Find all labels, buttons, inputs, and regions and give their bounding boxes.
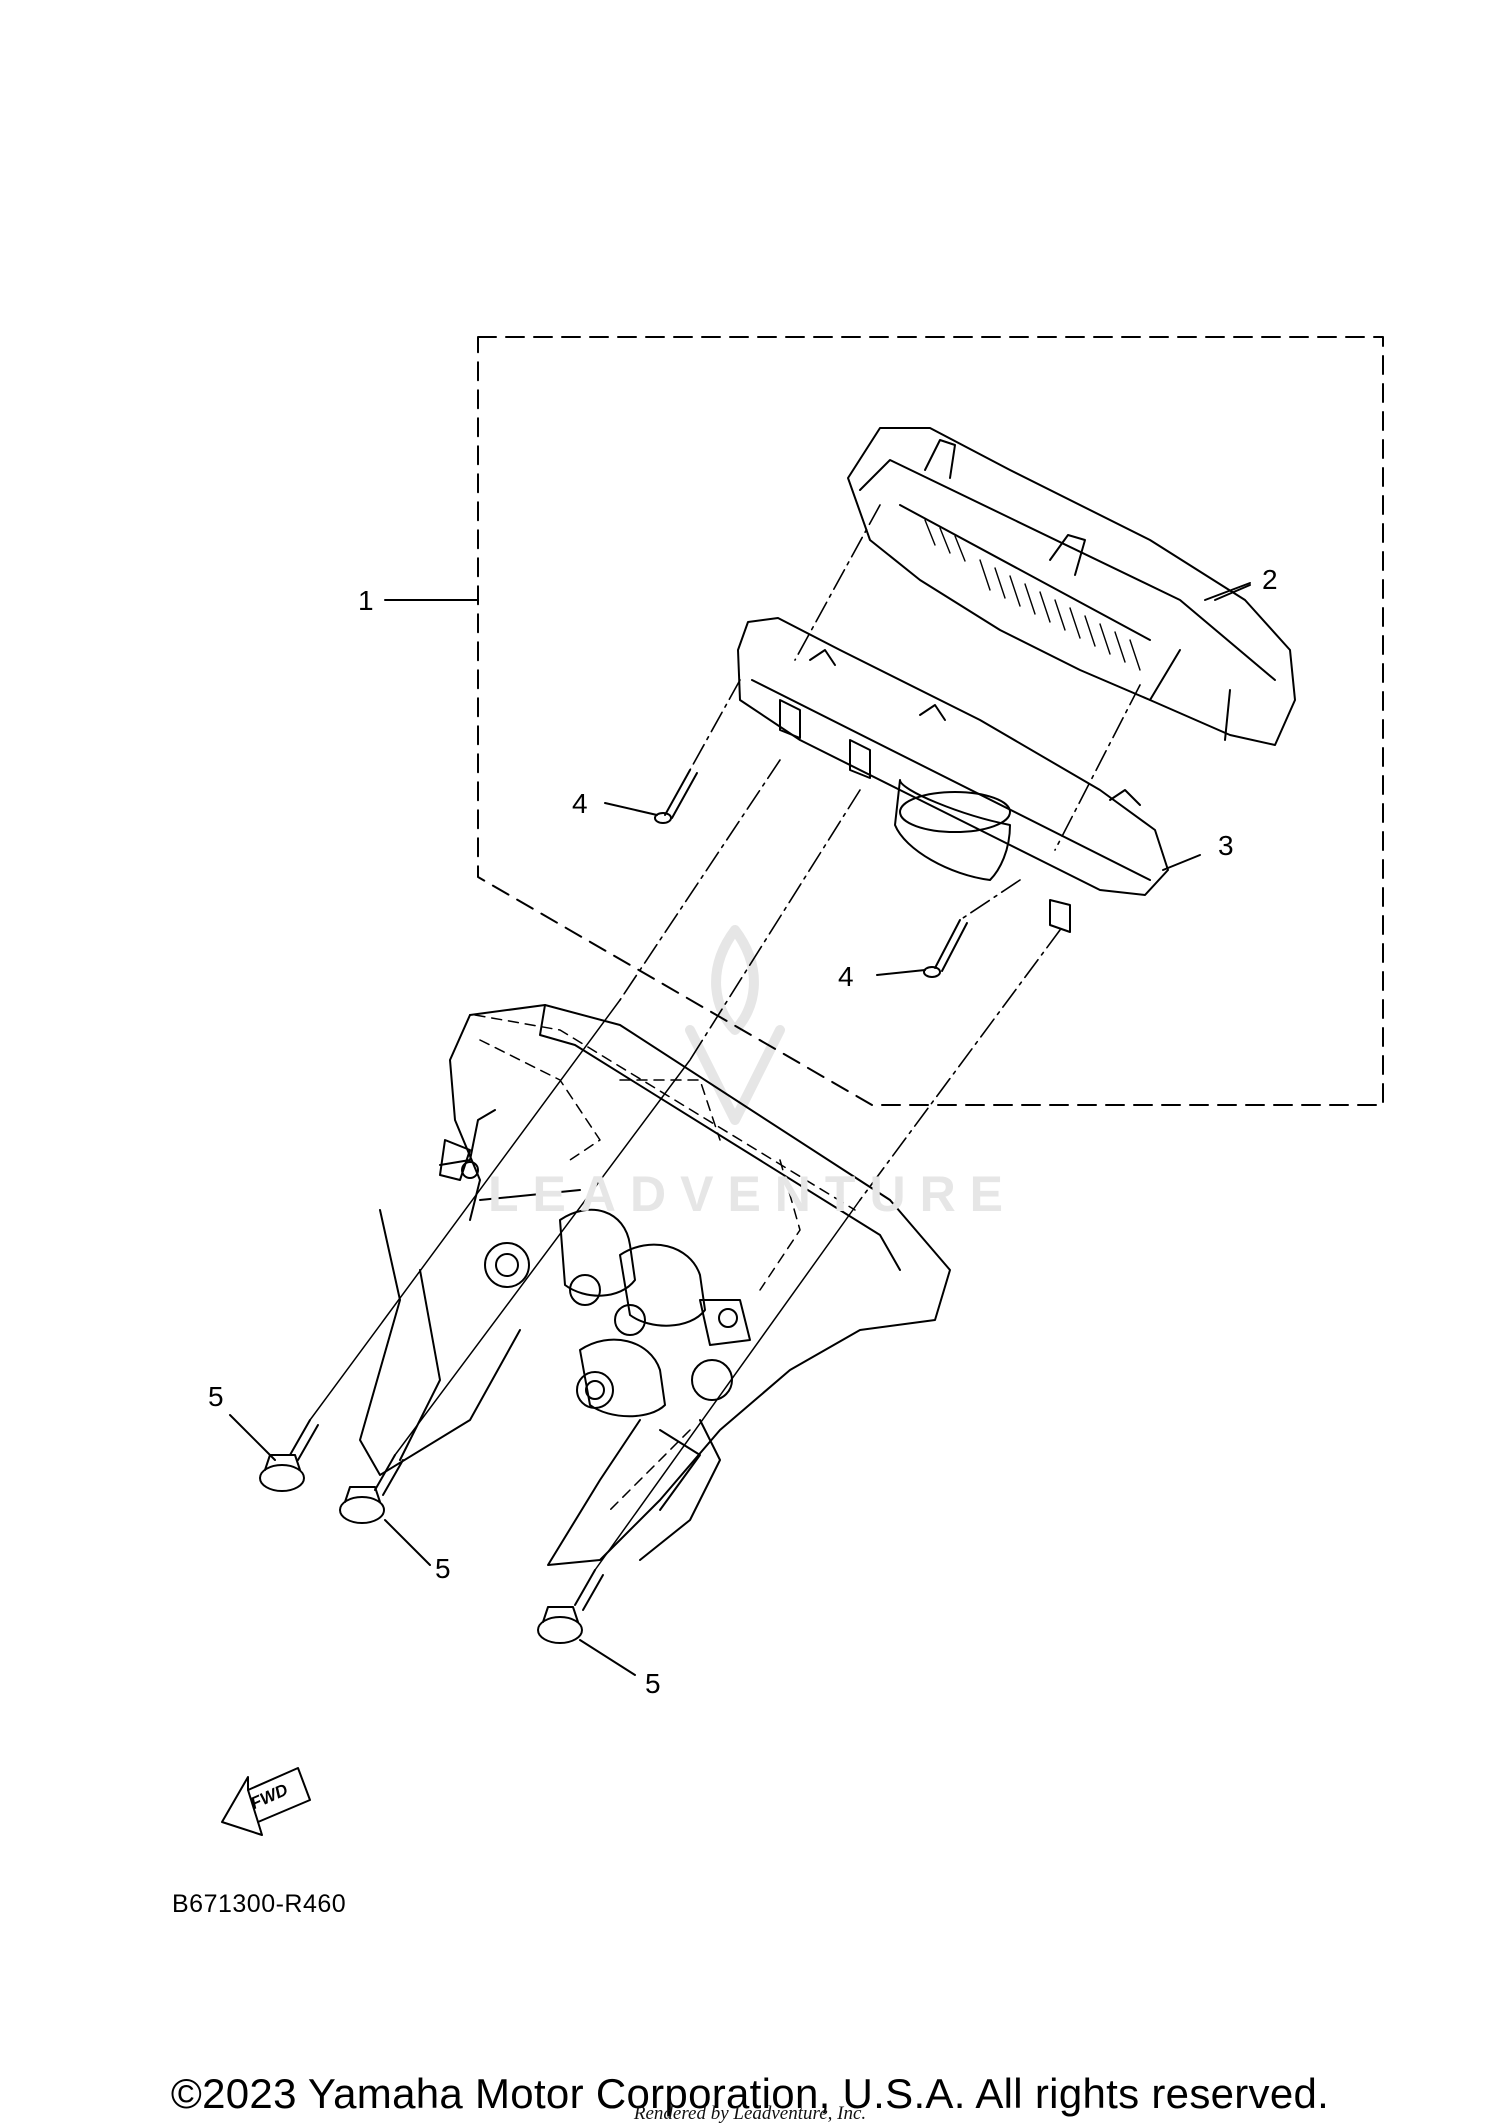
callout-2: 2 — [1262, 564, 1278, 595]
bolt-5c — [537, 1199, 861, 1644]
screw-4a — [654, 769, 698, 824]
watermark-text: LEADVENTURE — [488, 1166, 1018, 1222]
watermark-logo — [685, 925, 785, 1125]
callout-4a: 4 — [572, 788, 588, 819]
callout-5c: 5 — [645, 1668, 661, 1699]
leader-5b — [384, 1519, 431, 1566]
leader-5c — [579, 1639, 636, 1676]
leader-3 — [1162, 854, 1201, 871]
callout-4b: 4 — [838, 961, 854, 992]
screw-4b — [923, 919, 968, 978]
alignment-lines — [619, 504, 1141, 1201]
copyright-text: ©2023 Yamaha Motor Corporation, U.S.A. A… — [170, 2070, 1330, 2117]
bolt-5b — [339, 1059, 691, 1524]
leader-2 — [1204, 582, 1251, 601]
meter-cover — [847, 427, 1296, 746]
rendered-by-text: Rendered by Leadventure, Inc. — [633, 2103, 867, 2124]
meter-cover-hatch — [924, 519, 1141, 671]
bolt-5a — [259, 999, 621, 1492]
fwd-arrow-icon — [221, 1767, 311, 1836]
callout-5b: 5 — [435, 1553, 451, 1584]
callout-3: 3 — [1218, 830, 1234, 861]
meter-bracket — [359, 1004, 951, 1566]
leader-4b — [876, 969, 926, 976]
figure-code: B671300-R460 — [172, 1890, 347, 1918]
leader-4a — [604, 802, 658, 816]
callout-5a: 5 — [208, 1381, 224, 1412]
bracket-hidden-lines — [474, 1014, 856, 1511]
callout-1: 1 — [358, 585, 374, 616]
meter-body — [737, 617, 1169, 933]
leader-5a — [229, 1414, 276, 1461]
assembly-boundary — [477, 336, 1384, 1106]
